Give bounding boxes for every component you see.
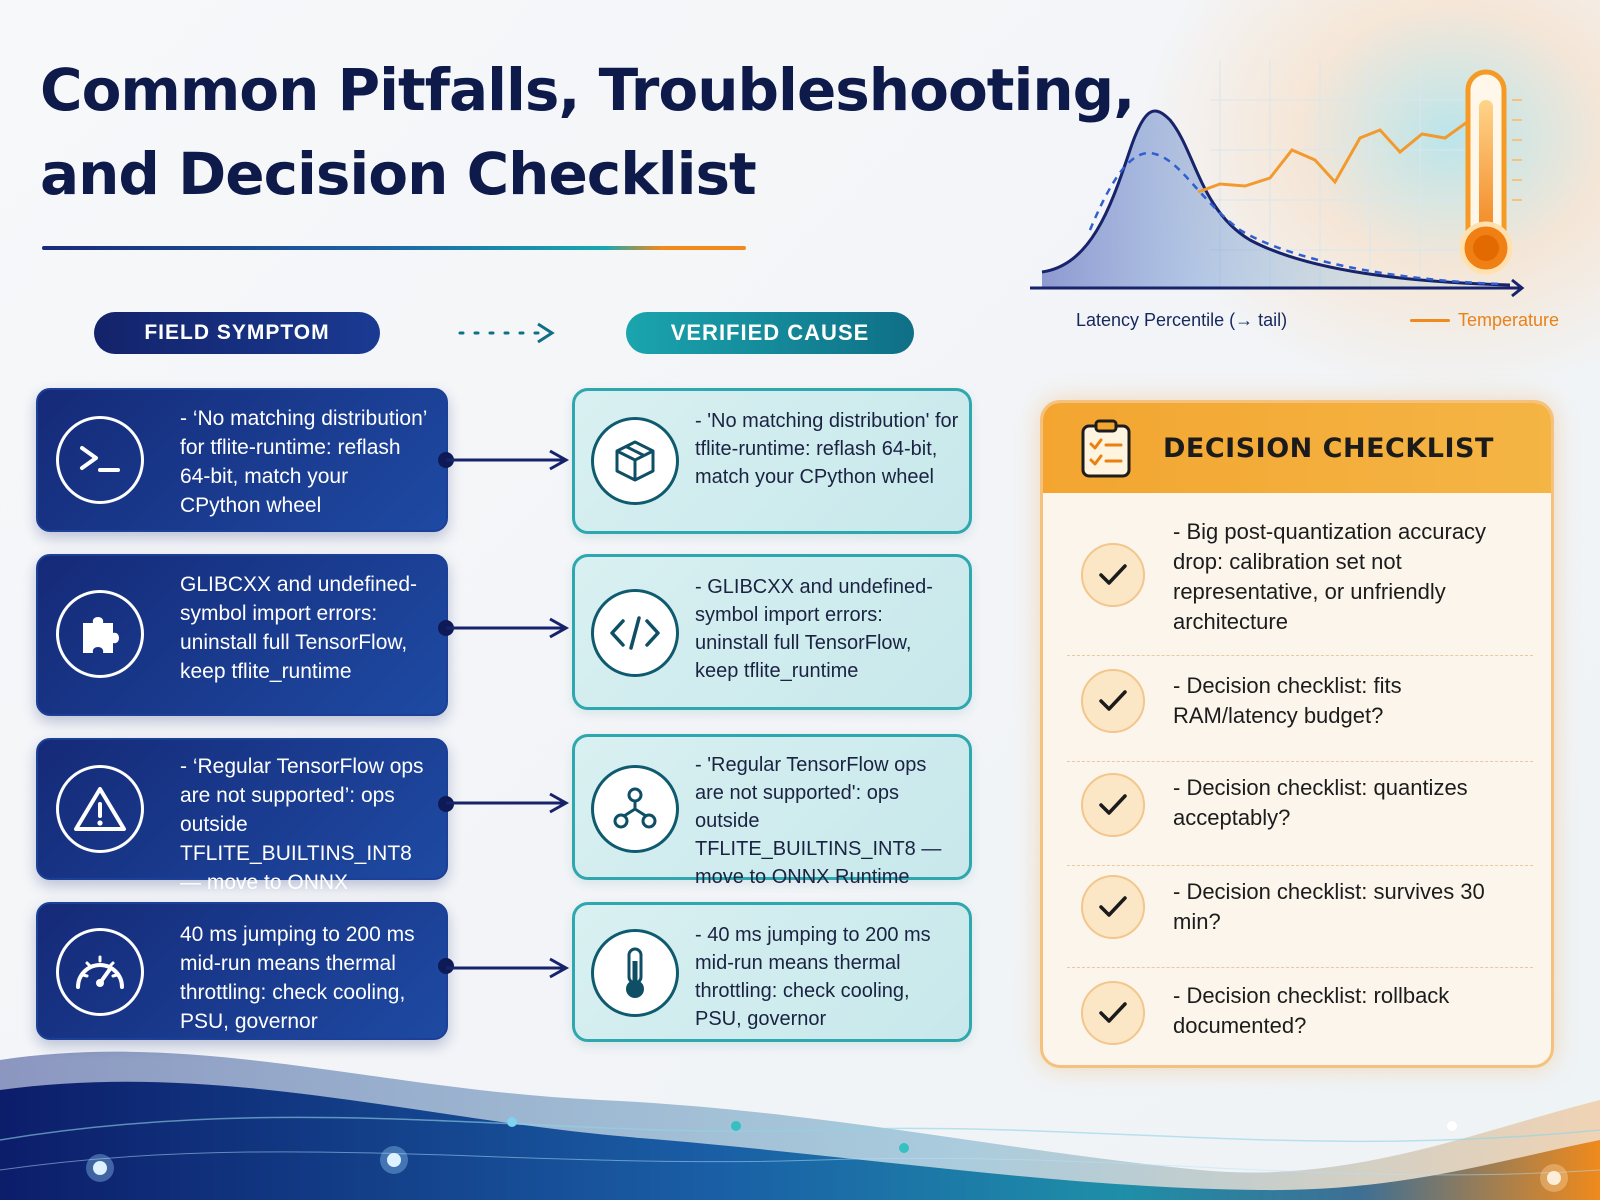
checklist-item: - Big post-quantization accuracy drop: c… (1067, 515, 1531, 641)
check-icon (1081, 773, 1145, 837)
title-underline (42, 246, 746, 250)
thermometer-icon (591, 929, 679, 1017)
checklist-item-text: - Decision checklist: survives 30 min? (1173, 879, 1485, 934)
field-symptom-header: FIELD SYMPTOM (94, 312, 380, 354)
legend-label: Temperature (1458, 310, 1560, 330)
page-title: Common Pitfalls, Troubleshooting, and De… (40, 56, 1135, 208)
dotted-arrow-icon (458, 322, 555, 344)
cause-card: - 'Regular TensorFlow ops are not suppor… (572, 734, 972, 888)
warning-icon (56, 765, 144, 853)
symptom-text: GLIBCXX and undefined-symbol import erro… (180, 573, 417, 683)
cause-card: - 'No matching distribution' for tflite-… (572, 388, 972, 534)
divider (1067, 967, 1533, 968)
symptom-card: - ‘No matching distribution’ for tflite-… (36, 388, 454, 532)
chart-legend: Temperature (1410, 310, 1559, 331)
checklist-item-text: - Decision checklist: rollback documente… (1173, 983, 1450, 1038)
graph-nodes-icon (591, 765, 679, 853)
code-icon (591, 589, 679, 677)
cause-card: - GLIBCXX and undefined-symbol import er… (572, 554, 972, 710)
gauge-icon (56, 928, 144, 1016)
decision-checklist-panel: DECISION CHECKLIST - Big post-quantizati… (1040, 400, 1554, 1068)
check-icon (1081, 875, 1145, 939)
clipboard-icon (1079, 418, 1133, 478)
cause-text: - 40 ms jumping to 200 ms mid-run means … (695, 924, 931, 1030)
symptom-card: 40 ms jumping to 200 ms mid-run means th… (36, 902, 454, 1040)
arrow-icon (446, 617, 570, 639)
latency-temperature-illustration (1030, 60, 1525, 298)
decorative-wave (0, 1051, 1600, 1200)
latency-distribution-outline (1041, 109, 1511, 287)
divider (1067, 655, 1533, 656)
cause-text: - 'No matching distribution' for tflite-… (695, 410, 959, 488)
connector-dot (438, 958, 454, 974)
symptom-text: - ‘No matching distribution’ for tflite-… (180, 407, 427, 517)
checklist-item-text: - Decision checklist: quantizes acceptab… (1173, 775, 1468, 830)
checklist-item: - Decision checklist: survives 30 min? (1067, 875, 1531, 967)
latency-distribution-curve (1042, 111, 1510, 288)
checklist-header: DECISION CHECKLIST (1043, 403, 1551, 493)
symptom-card: - ‘Regular TensorFlow ops are not suppor… (36, 738, 454, 923)
checklist-item: - Decision checklist: quantizes acceptab… (1067, 771, 1531, 863)
divider (1067, 761, 1533, 762)
symptom-text: 40 ms jumping to 200 ms mid-run means th… (180, 923, 415, 1033)
check-icon (1081, 981, 1145, 1045)
terminal-icon (56, 416, 144, 504)
arrow-icon (446, 957, 570, 979)
checklist-item-text: - Big post-quantization accuracy drop: c… (1173, 519, 1487, 634)
temperature-line (1197, 118, 1471, 194)
arrow-icon (446, 792, 570, 814)
cause-text: - 'Regular TensorFlow ops are not suppor… (695, 754, 942, 888)
legend-swatch (1410, 319, 1450, 322)
checklist-item-text: - Decision checklist: fits RAM/latency b… (1173, 673, 1402, 728)
chart-x-label: Latency Percentile (→ tail) (1076, 310, 1288, 330)
check-icon (1081, 669, 1145, 733)
puzzle-icon (56, 590, 144, 678)
divider (1067, 865, 1533, 866)
latency-distribution-dashed (1088, 151, 1501, 286)
arrow-icon (446, 449, 570, 471)
symptom-card: GLIBCXX and undefined-symbol import erro… (36, 554, 454, 716)
checklist-item: - Decision checklist: rollback documente… (1067, 977, 1531, 1065)
verified-cause-header: VERIFIED CAUSE (626, 312, 914, 354)
check-icon (1081, 543, 1145, 607)
cause-card: - 40 ms jumping to 200 ms mid-run means … (572, 902, 972, 1042)
package-icon (591, 417, 679, 505)
checklist-title: DECISION CHECKLIST (1163, 432, 1494, 464)
thermometer-icon (1459, 69, 1522, 275)
checklist-item: - Decision checklist: fits RAM/latency b… (1067, 665, 1531, 757)
symptom-text: - ‘Regular TensorFlow ops are not suppor… (180, 755, 424, 923)
cause-text: - GLIBCXX and undefined-symbol import er… (695, 576, 933, 682)
